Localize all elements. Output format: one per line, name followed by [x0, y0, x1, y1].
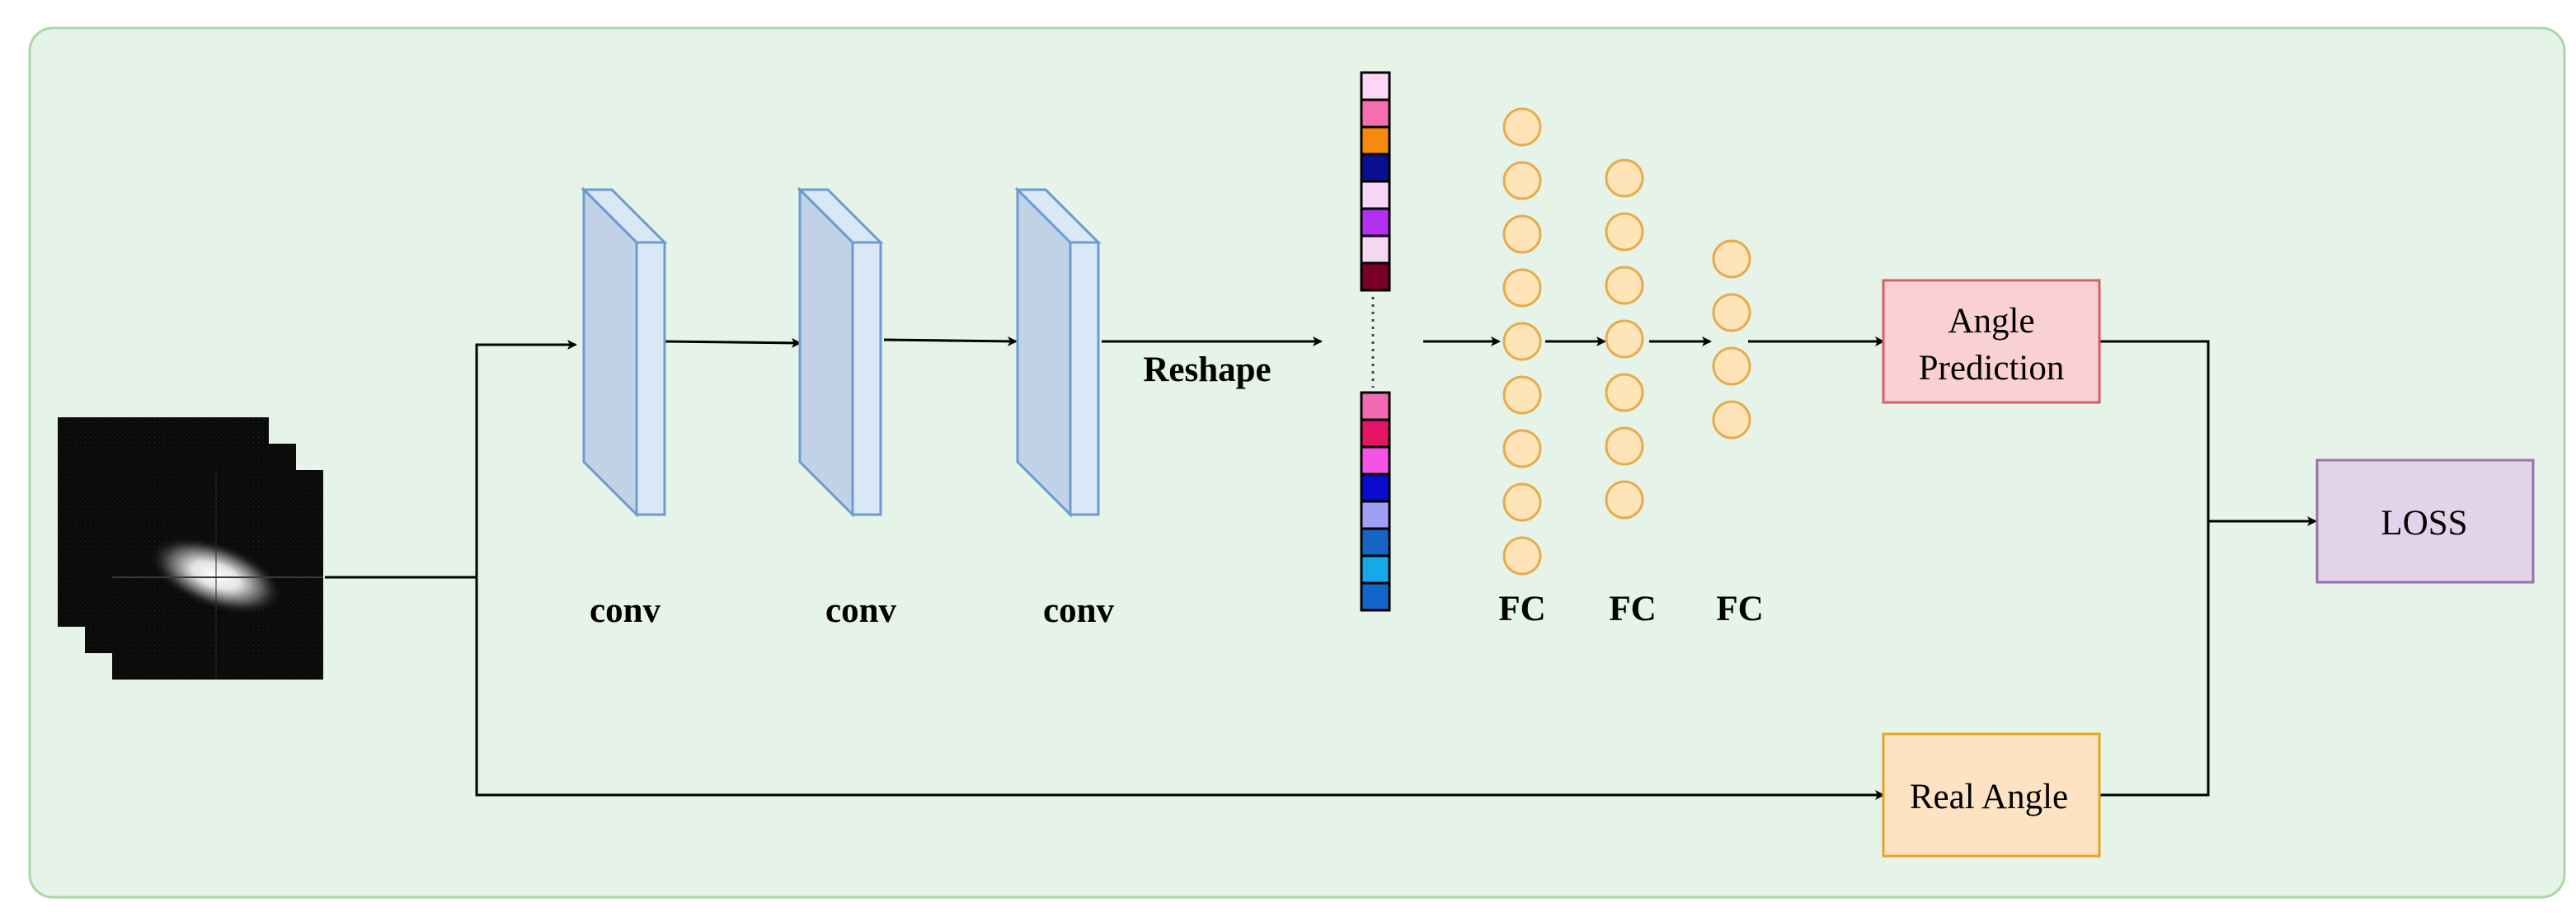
feature-vector-bottom-cell-2 — [1360, 418, 1391, 449]
feature-vector-bottom-cell-3 — [1360, 445, 1391, 476]
reshape-label: Reshape — [1143, 350, 1271, 389]
feature-vector-bottom-cell-6 — [1360, 527, 1391, 557]
fc-1-neuron-7 — [1502, 429, 1542, 468]
fc-3-label: FC — [1716, 590, 1763, 628]
fc-1-neuron-6 — [1502, 375, 1542, 415]
angle-prediction-line-2: Prediction — [1919, 349, 2065, 388]
fc-3-neuron-3 — [1712, 346, 1751, 386]
feature-vector-top-cell-3 — [1360, 125, 1391, 156]
conv-1-label: conv — [590, 591, 661, 630]
fc-1-neuron-9 — [1502, 536, 1542, 576]
feature-vector-top-cell-6 — [1360, 207, 1391, 238]
real-angle-label: Real Angle — [1910, 778, 2068, 816]
fc-2-neuron-1 — [1605, 158, 1644, 198]
angle-prediction-line-1: Angle — [1948, 302, 2034, 341]
feature-vector-bottom — [1360, 391, 1391, 612]
fc-2-label: FC — [1609, 590, 1656, 628]
fc-2-neuron-7 — [1605, 480, 1644, 520]
fc-2-neuron-4 — [1605, 319, 1644, 359]
feature-vector-top-cell-4 — [1360, 153, 1391, 183]
input-image-front — [112, 470, 323, 680]
fc-1-neuron-2 — [1502, 161, 1542, 200]
feature-vector-top-cell-2 — [1360, 98, 1391, 129]
fc-1-neuron-8 — [1502, 482, 1542, 522]
conv-block-3 — [1014, 186, 1102, 518]
conv-3-label: conv — [1043, 591, 1115, 630]
fc-2-neuron-5 — [1605, 373, 1644, 412]
fc-2-neuron-2 — [1605, 212, 1644, 252]
conv-2-label: conv — [825, 591, 897, 630]
fc-1-neuron-5 — [1502, 322, 1542, 361]
loss-label: LOSS — [2381, 504, 2467, 543]
feature-vector-bottom-cell-4 — [1360, 473, 1391, 503]
connector-to-real-angle — [475, 577, 1885, 800]
feature-vector-top-cell-1 — [1360, 71, 1391, 101]
feature-vector-top — [1360, 71, 1391, 292]
fc-2-neuron-6 — [1605, 426, 1644, 466]
fc-layers — [1502, 107, 1751, 576]
feature-vector-bottom-cell-5 — [1360, 500, 1391, 530]
conv-block-1 — [581, 186, 668, 518]
feature-vector — [1360, 71, 1391, 612]
fc-1-neuron-3 — [1502, 214, 1542, 254]
fc-3-neuron-4 — [1712, 400, 1751, 440]
feature-vector-bottom-cell-7 — [1360, 554, 1391, 585]
input-image-stack — [58, 417, 323, 680]
fc-1-neuron-1 — [1502, 107, 1542, 147]
connector-conv-1-to-conv-2 — [664, 337, 801, 348]
feature-vector-bottom-cell-1 — [1360, 391, 1391, 421]
fc-3-neuron-2 — [1712, 293, 1751, 332]
connector-conv-2-to-conv-3 — [883, 336, 1018, 346]
fc-1-neuron-4 — [1502, 268, 1542, 308]
fc-3-neuron-1 — [1712, 239, 1751, 279]
connector-prediction-to-merge — [2099, 340, 2210, 797]
diagram-background — [28, 26, 2566, 899]
fc-1-label: FC — [1498, 590, 1545, 628]
connectors — [325, 336, 2317, 800]
connector-to-conv-1 — [475, 340, 577, 577]
feature-vector-bottom-cell-8 — [1360, 581, 1391, 612]
feature-vector-top-cell-5 — [1360, 180, 1391, 210]
feature-vector-top-cell-7 — [1360, 234, 1391, 265]
loss-box: LOSS — [2315, 459, 2535, 584]
angle-prediction-box: Angle Prediction — [1882, 279, 2101, 404]
real-angle-box: Real Angle — [1882, 732, 2101, 858]
feature-vector-top-cell-8 — [1360, 261, 1391, 292]
fc-2-neuron-3 — [1605, 266, 1644, 305]
conv-block-2 — [797, 186, 884, 518]
